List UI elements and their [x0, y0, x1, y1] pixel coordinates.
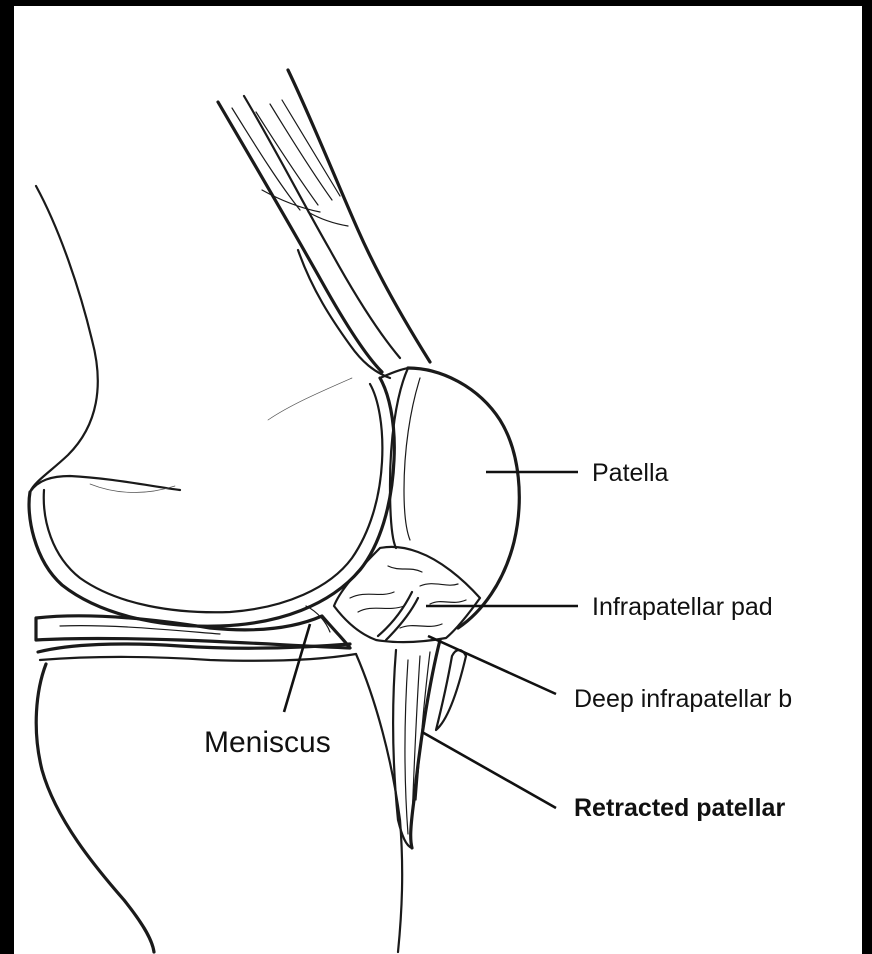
label-deep-infrapatellar: Deep infrapatellar b — [574, 685, 792, 713]
quadriceps-tendon-mid — [244, 96, 400, 358]
bursa-slit — [378, 592, 418, 640]
patellar-tendon-back — [393, 650, 412, 848]
knee-anatomy-drawing: Patella Infrapatellar pad Deep infrapate… — [14, 6, 862, 954]
patella-inner-line — [404, 378, 420, 540]
retracted-tendon-flap — [436, 650, 466, 730]
meniscus-leader — [284, 624, 310, 712]
diagram-canvas: Patella Infrapatellar pad Deep infrapate… — [14, 6, 862, 954]
femoral-shading — [90, 378, 352, 493]
meniscus-inner — [60, 606, 330, 634]
femoral-condyle-outline — [29, 378, 394, 626]
femoral-cartilage-line — [44, 384, 383, 612]
fat-pad-texture — [350, 566, 466, 628]
label-patella: Patella — [592, 459, 669, 487]
femoral-condyle-top — [30, 476, 180, 492]
tibia-plateau-cartilage — [40, 654, 356, 661]
label-meniscus: Meniscus — [204, 726, 331, 759]
retracted-patellar-leader — [422, 732, 556, 808]
femur-posterior-outline — [30, 186, 98, 492]
tibia-posterior-outline — [36, 664, 154, 952]
patellar-tendon-fibers — [405, 652, 430, 834]
patella-outline — [408, 368, 519, 628]
label-infrapatellar-pad: Infrapatellar pad — [592, 593, 773, 621]
quadriceps-tendon-front — [288, 70, 430, 362]
label-retracted-patellar: Retracted patellar — [574, 794, 785, 822]
quadriceps-tendon-back — [218, 102, 382, 372]
tibia-anterior-outline — [356, 654, 402, 952]
